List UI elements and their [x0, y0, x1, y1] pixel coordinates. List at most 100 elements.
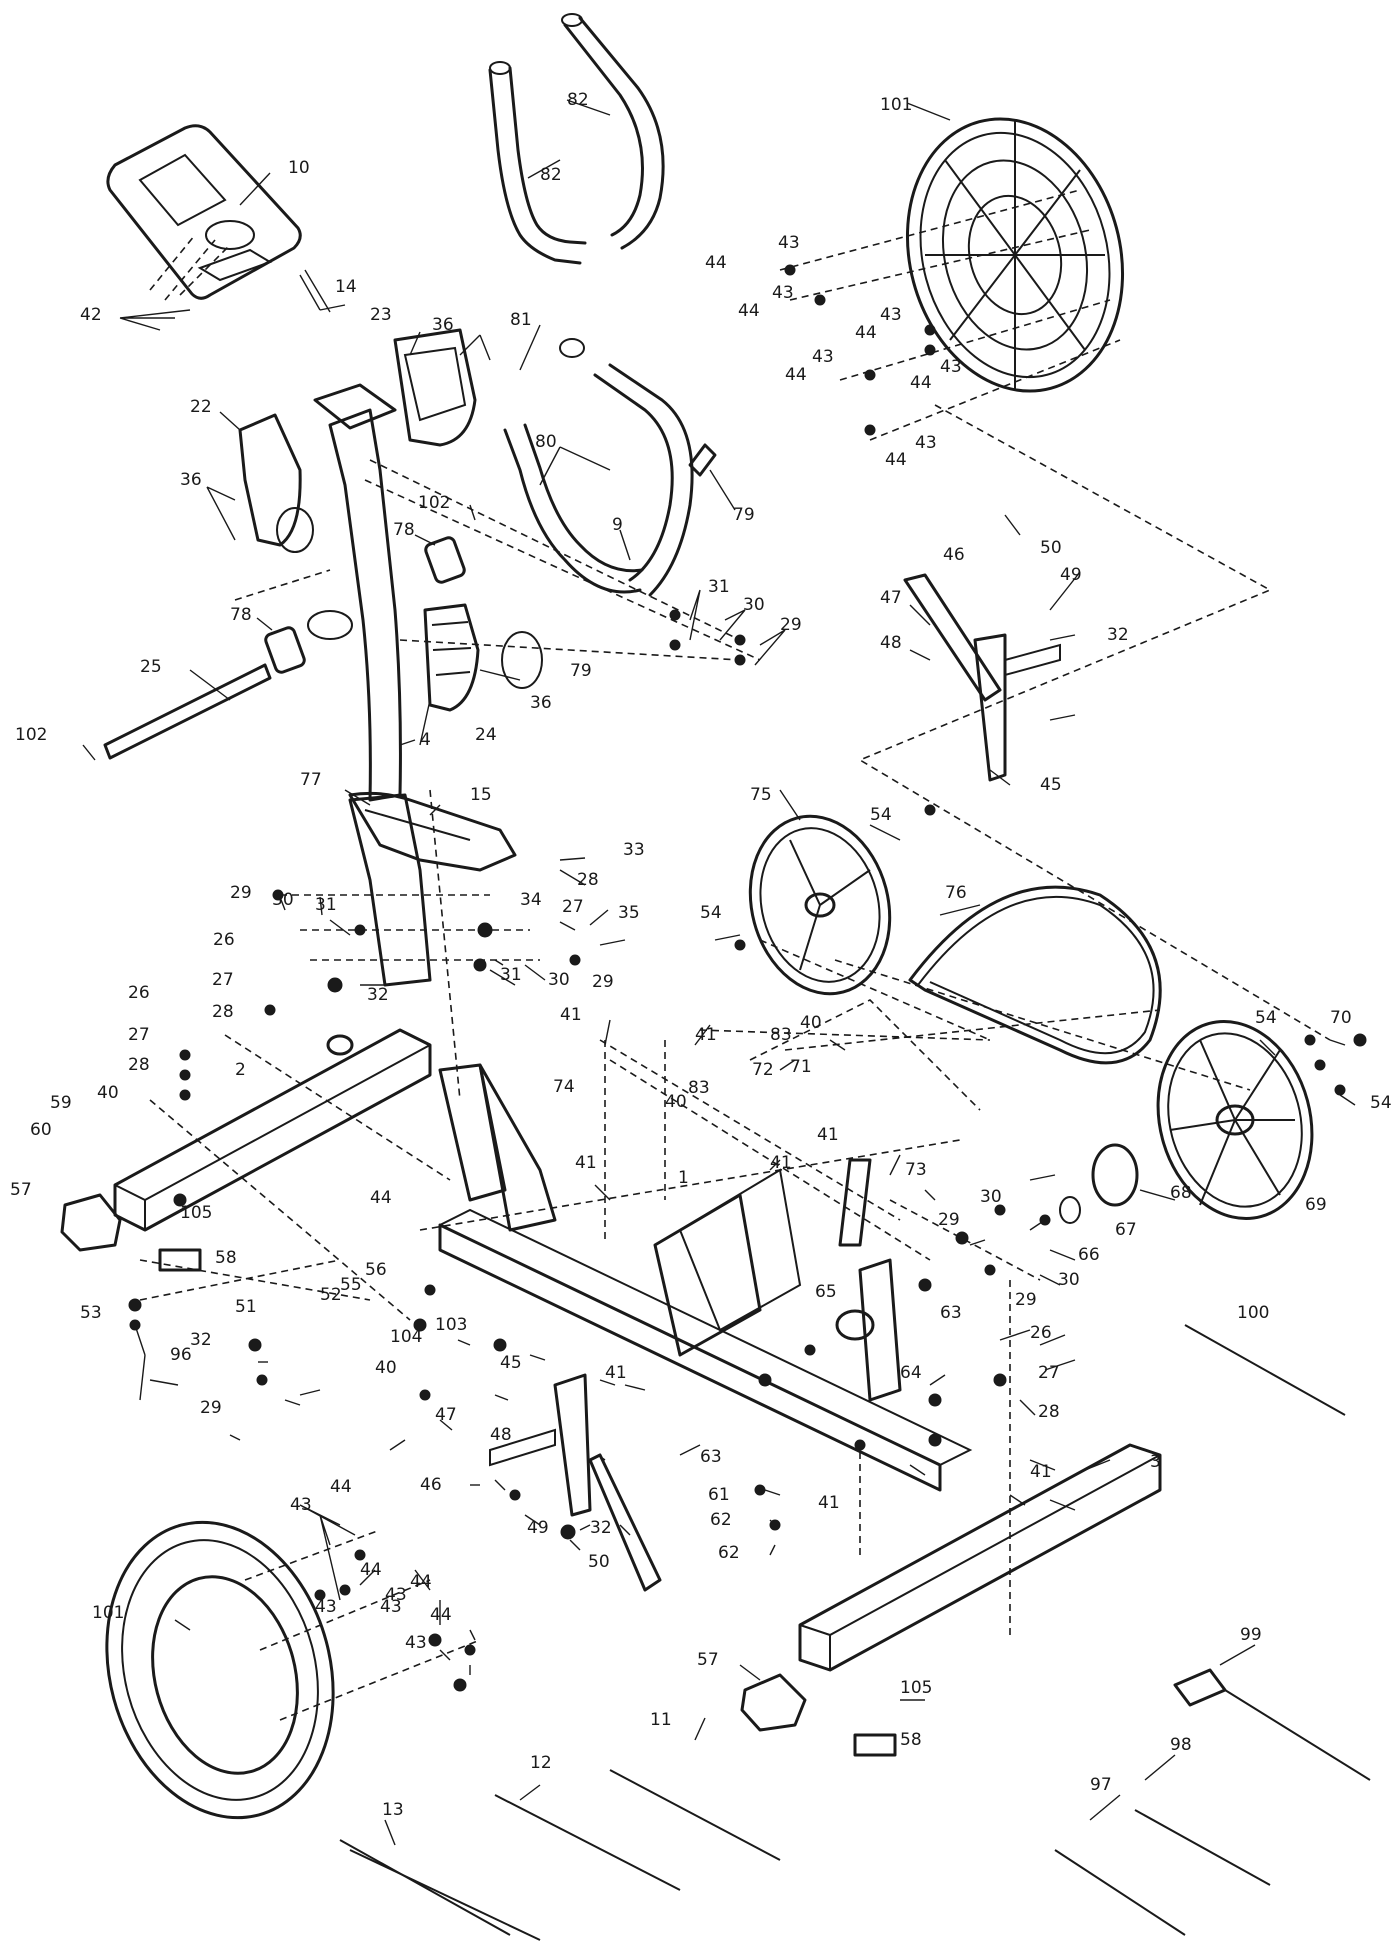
callout-79: 79 [570, 661, 592, 681]
callout-50: 50 [1040, 538, 1062, 558]
callout-43: 43 [772, 283, 794, 303]
callout-9: 9 [612, 515, 623, 535]
callout-32: 32 [190, 1330, 212, 1350]
callout-31: 31 [708, 577, 730, 597]
callout-43: 43 [880, 305, 902, 325]
callout-83: 83 [770, 1025, 792, 1045]
callout-52: 52 [320, 1285, 342, 1305]
callout-49: 49 [1060, 565, 1082, 585]
callout-30: 30 [272, 890, 294, 910]
callout-69: 69 [1305, 1195, 1327, 1215]
callout-41: 41 [1030, 1462, 1052, 1482]
console [106, 124, 346, 313]
callout-72: 72 [752, 1060, 774, 1080]
callout-54: 54 [1370, 1093, 1392, 1113]
callout-43: 43 [812, 347, 834, 367]
fan-wheel [1059, 1019, 1314, 1224]
cup-holders [238, 328, 480, 712]
callout-43: 43 [380, 1597, 402, 1617]
callout-58: 58 [215, 1248, 237, 1268]
callout-66: 66 [1078, 1245, 1100, 1265]
callout-60: 60 [30, 1120, 52, 1140]
callout-50: 50 [588, 1552, 610, 1572]
callout-98: 98 [1170, 1735, 1192, 1755]
callout-62: 62 [718, 1543, 740, 1563]
callout-28: 28 [1038, 1402, 1060, 1422]
callout-78: 78 [230, 605, 252, 625]
callout-57: 57 [10, 1180, 32, 1200]
callout-26: 26 [213, 930, 235, 950]
callout-63: 63 [700, 1447, 722, 1467]
callout-55: 55 [340, 1275, 362, 1295]
callout-27: 27 [1038, 1363, 1060, 1383]
callout-30: 30 [743, 595, 765, 615]
upright-post [307, 383, 432, 987]
callout-29: 29 [938, 1210, 960, 1230]
callout-51: 51 [235, 1297, 257, 1317]
callout-99: 99 [1240, 1625, 1262, 1645]
callout-29: 29 [780, 615, 802, 635]
callout-32: 32 [590, 1518, 612, 1538]
callout-36: 36 [432, 315, 454, 335]
callout-54: 54 [1255, 1008, 1277, 1028]
callout-67: 67 [1115, 1220, 1137, 1240]
callout-44: 44 [330, 1477, 352, 1497]
callout-73: 73 [905, 1160, 927, 1180]
callout-81: 81 [510, 310, 532, 330]
callout-82: 82 [540, 165, 562, 185]
callout-63: 63 [940, 1303, 962, 1323]
callout-65: 65 [815, 1282, 837, 1302]
callout-2: 2 [235, 1060, 246, 1080]
callout-57: 57 [697, 1650, 719, 1670]
callout-76: 76 [945, 883, 967, 903]
callout-42: 42 [80, 305, 102, 325]
upper-handlebars [488, 13, 665, 265]
drive-pulley-and-belt [748, 814, 1162, 1065]
callout-78: 78 [393, 520, 415, 540]
callout-44: 44 [705, 253, 727, 273]
callout-102: 102 [15, 725, 47, 745]
leader-lines [82, 99, 1356, 1846]
callout-4: 4 [420, 730, 431, 750]
callout-49: 49 [527, 1518, 549, 1538]
callout-41: 41 [605, 1363, 627, 1383]
main-frame [438, 1063, 973, 1492]
callout-43: 43 [778, 233, 800, 253]
callout-27: 27 [212, 970, 234, 990]
callout-33: 33 [623, 840, 645, 860]
callout-44: 44 [785, 365, 807, 385]
callout-47: 47 [880, 588, 902, 608]
callout-26: 26 [1030, 1323, 1052, 1343]
tension-brackets [489, 573, 1061, 1592]
callout-36: 36 [530, 693, 552, 713]
callout-22: 22 [190, 397, 212, 417]
callout-3: 3 [1150, 1452, 1161, 1472]
callout-45: 45 [500, 1353, 522, 1373]
callout-30: 30 [980, 1187, 1002, 1207]
callout-41: 41 [818, 1493, 840, 1513]
callout-15: 15 [470, 785, 492, 805]
callout-75: 75 [750, 785, 772, 805]
callout-77: 77 [300, 770, 322, 790]
callout-35: 35 [618, 903, 640, 923]
callout-48: 48 [490, 1425, 512, 1445]
callout-34: 34 [520, 890, 542, 910]
callout-28: 28 [212, 1002, 234, 1022]
callout-29: 29 [1015, 1290, 1037, 1310]
callout-30: 30 [548, 970, 570, 990]
callout-29: 29 [592, 972, 614, 992]
callout-26: 26 [128, 983, 150, 1003]
callout-43: 43 [405, 1633, 427, 1653]
stub-axle [103, 536, 466, 760]
callout-54: 54 [870, 805, 892, 825]
fan-cage-upper [905, 117, 1125, 393]
callout-44: 44 [885, 450, 907, 470]
callout-70: 70 [1330, 1008, 1352, 1028]
callout-83: 83 [688, 1078, 710, 1098]
lower-handlebar [501, 338, 717, 689]
callout-28: 28 [577, 870, 599, 890]
callout-53: 53 [80, 1303, 102, 1323]
callout-40: 40 [375, 1358, 397, 1378]
callout-29: 29 [200, 1398, 222, 1418]
